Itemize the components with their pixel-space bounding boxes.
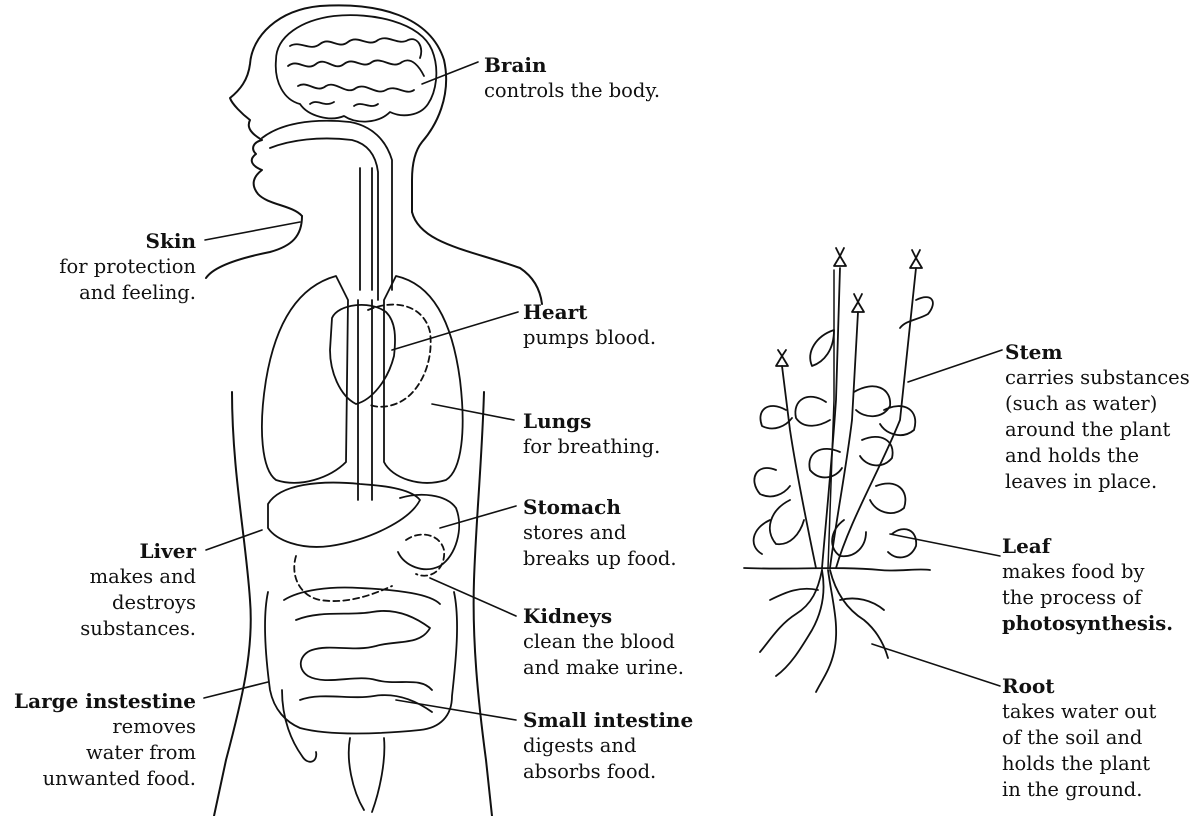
label-small-intestine-line: digests and (523, 733, 693, 759)
label-stem: Stem carries substances (such as water) … (1005, 339, 1190, 495)
label-liver-line: destroys (40, 590, 196, 616)
label-skin-title: Skin (40, 228, 196, 254)
label-lungs-title: Lungs (523, 408, 660, 434)
label-liver-line: substances. (40, 616, 196, 642)
label-skin-line: and feeling. (40, 280, 196, 306)
label-lungs: Lungs for breathing. (523, 408, 660, 460)
label-stem-title: Stem (1005, 339, 1190, 365)
label-skin: Skin for protection and feeling. (40, 228, 196, 306)
label-root-line: of the soil and (1002, 725, 1156, 751)
label-stem-line: (such as water) (1005, 391, 1190, 417)
plant-leader-lines (872, 350, 1002, 686)
intestines-drawing (265, 588, 457, 813)
label-large-intestine-line: water from (4, 740, 196, 766)
label-root-line: holds the plant (1002, 751, 1156, 777)
label-liver-title: Liver (40, 538, 196, 564)
label-liver-line: makes and (40, 564, 196, 590)
label-kidneys-line: and make urine. (523, 655, 684, 681)
label-brain-title: Brain (484, 52, 660, 78)
label-stem-line: leaves in place. (1005, 469, 1190, 495)
label-lungs-line: for breathing. (523, 434, 660, 460)
label-kidneys-line: clean the blood (523, 629, 684, 655)
label-heart: Heart pumps blood. (523, 299, 656, 351)
label-large-intestine-line: removes (4, 714, 196, 740)
airway-esophagus (262, 121, 392, 500)
label-brain: Brain controls the body. (484, 52, 660, 104)
label-stem-line: carries substances (1005, 365, 1190, 391)
body-outline (206, 5, 542, 816)
label-small-intestine-title: Small intestine (523, 707, 693, 733)
label-kidneys-title: Kidneys (523, 603, 684, 629)
label-stomach-title: Stomach (523, 494, 677, 520)
lungs-drawing (262, 276, 463, 483)
label-root-line: takes water out (1002, 699, 1156, 725)
label-root: Root takes water out of the soil and hol… (1002, 673, 1156, 803)
label-stomach-line: breaks up food. (523, 546, 677, 572)
label-leaf-title: Leaf (1002, 533, 1173, 559)
label-heart-line: pumps blood. (523, 325, 656, 351)
heart-drawing (330, 305, 431, 407)
label-large-intestine-title: Large instestine (4, 688, 196, 714)
label-leaf-emphasis: photosynthesis. (1002, 611, 1173, 637)
label-root-line: in the ground. (1002, 777, 1156, 803)
label-root-title: Root (1002, 673, 1156, 699)
brain-drawing (276, 15, 437, 121)
label-stomach-line: stores and (523, 520, 677, 546)
label-stem-line: around the plant (1005, 417, 1190, 443)
label-leaf: Leaf makes food by the process of photos… (1002, 533, 1173, 637)
label-leaf-line: the process of (1002, 585, 1173, 611)
label-small-intestine: Small intestine digests and absorbs food… (523, 707, 693, 785)
label-skin-line: for protection (40, 254, 196, 280)
label-large-intestine: Large instestine removes water from unwa… (4, 688, 196, 792)
label-kidneys: Kidneys clean the blood and make urine. (523, 603, 684, 681)
label-small-intestine-line: absorbs food. (523, 759, 693, 785)
label-liver: Liver makes and destroys substances. (40, 538, 196, 642)
label-stem-line: and holds the (1005, 443, 1190, 469)
label-large-intestine-line: unwanted food. (4, 766, 196, 792)
label-heart-title: Heart (523, 299, 656, 325)
liver-stomach-drawing (268, 483, 459, 601)
label-stomach: Stomach stores and breaks up food. (523, 494, 677, 572)
label-leaf-line: makes food by (1002, 559, 1173, 585)
plant-drawing (744, 248, 933, 692)
label-brain-line: controls the body. (484, 78, 660, 104)
